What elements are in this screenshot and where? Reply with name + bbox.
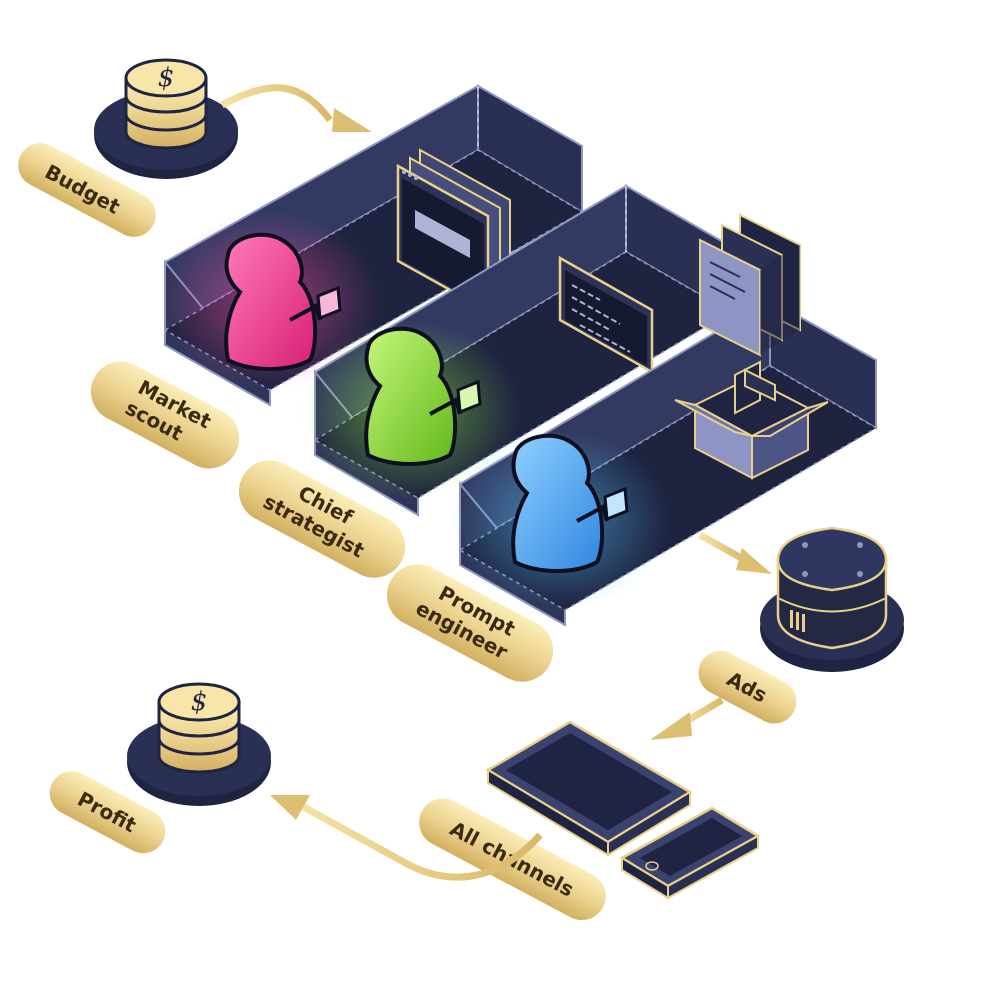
profit-coin-stack-icon: $ [127,682,271,806]
agent-market-scout-icon [224,232,342,371]
arrow-ads-to-devices [650,696,724,740]
open-box-icon [674,360,829,480]
phone-icon [619,806,761,900]
browser-windows-icon [396,148,511,314]
profit-dollar-symbol: $ [191,687,208,717]
arrow-pods-to-server [698,531,772,574]
budget-label-pill: Budget [18,143,156,237]
arrow-channels-to-profit [270,795,543,881]
budget-coin-stack-icon: $ [94,58,238,179]
arrow-budget-to-pods [220,84,372,132]
code-window-icon [558,255,654,375]
agent-chief-strategist-icon [364,326,482,466]
agent-prompt-engineer-icon [511,433,629,573]
server-icon [760,526,904,672]
budget-dollar-symbol: $ [158,63,175,93]
tablet-icon [485,720,693,857]
documents-icon [699,213,801,357]
ads-label-pill: Ads [698,650,797,724]
